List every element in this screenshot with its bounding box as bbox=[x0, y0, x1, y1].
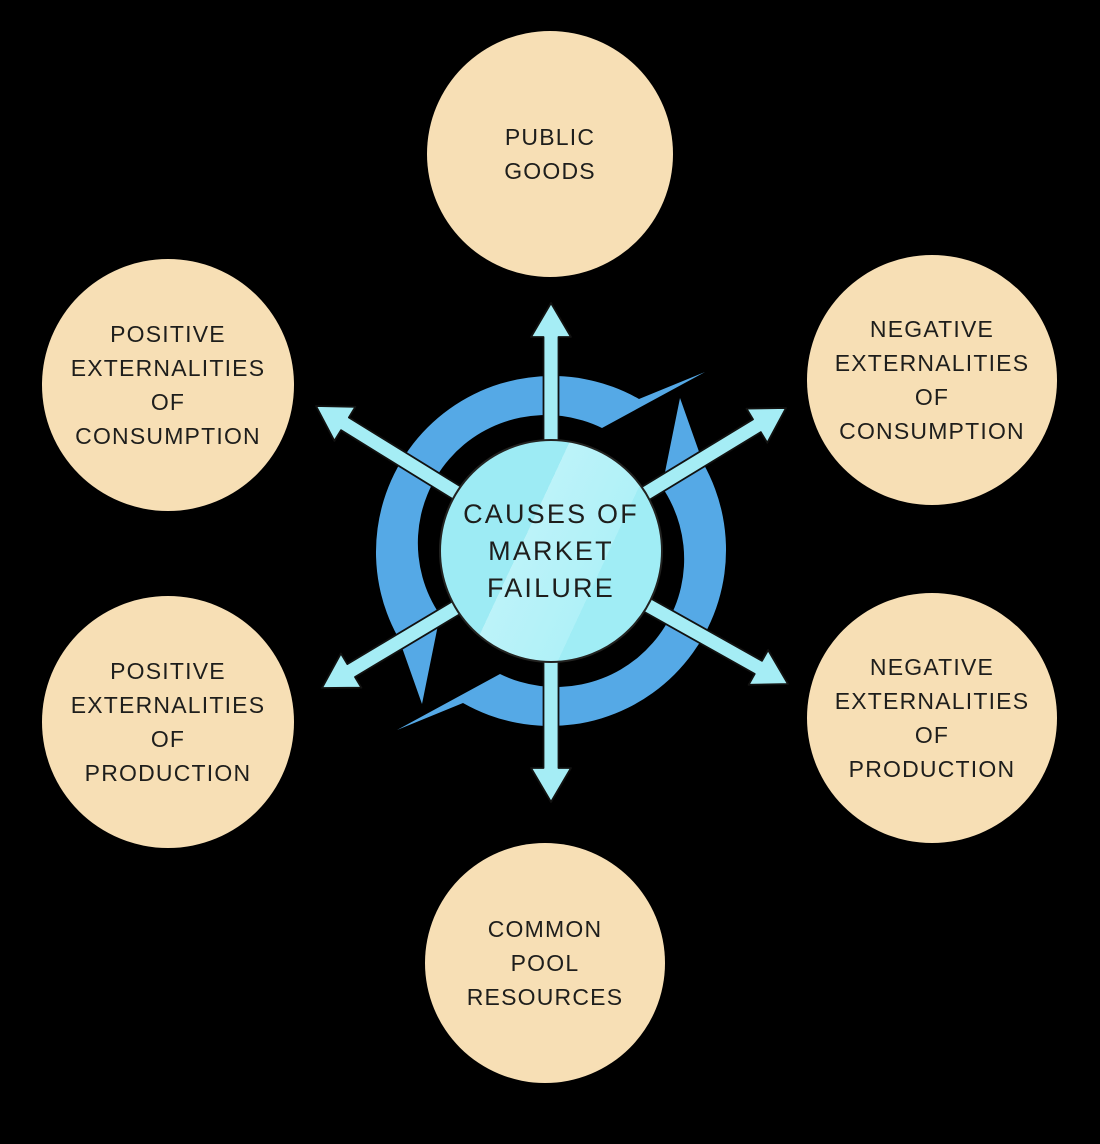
node-label: POSITIVE EXTERNALITIES OF CONSUMPTION bbox=[70, 321, 266, 449]
node-label: PUBLIC GOODS bbox=[504, 124, 596, 184]
node-common-pool-resources: COMMON POOL RESOURCES bbox=[425, 843, 665, 1083]
node-public-goods: PUBLIC GOODS bbox=[427, 31, 673, 277]
node-label: NEGATIVE EXTERNALITIES OF PRODUCTION bbox=[834, 654, 1030, 782]
center-node-label: CAUSES OF MARKET FAILURE bbox=[463, 498, 639, 603]
node-label: POSITIVE EXTERNALITIES OF PRODUCTION bbox=[70, 658, 266, 786]
node-negative-externalities-of-production: NEGATIVE EXTERNALITIES OF PRODUCTION bbox=[807, 593, 1057, 843]
node-negative-externalities-of-consumption: NEGATIVE EXTERNALITIES OF CONSUMPTION bbox=[807, 255, 1057, 505]
node-label: NEGATIVE EXTERNALITIES OF CONSUMPTION bbox=[834, 316, 1030, 444]
node-positive-externalities-of-consumption: POSITIVE EXTERNALITIES OF CONSUMPTION bbox=[42, 259, 294, 511]
node-positive-externalities-of-production: POSITIVE EXTERNALITIES OF PRODUCTION bbox=[42, 596, 294, 848]
node-label: COMMON POOL RESOURCES bbox=[466, 916, 624, 1010]
node-causes-of-market-failure: CAUSES OF MARKET FAILURE bbox=[439, 439, 663, 663]
